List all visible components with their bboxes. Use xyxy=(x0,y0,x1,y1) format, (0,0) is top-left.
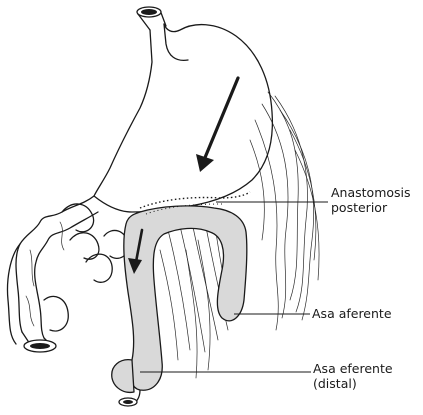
esophagus-stump xyxy=(137,7,166,30)
label-asa-aferente: Asa aferente xyxy=(312,306,392,321)
label-asa-eferente: Asa eferente (distal) xyxy=(313,361,393,391)
duodenum-outline xyxy=(16,196,94,332)
label-anastomosis-line1: Anastomosis xyxy=(331,185,411,200)
label-asa-eferente-line2: (distal) xyxy=(313,376,393,391)
omentum-strands xyxy=(250,92,319,330)
label-asa-eferente-line1: Asa eferente xyxy=(313,361,393,376)
arrow-down-icon xyxy=(196,78,238,172)
duodenum-inner xyxy=(35,212,98,338)
label-anastomosis-line2: posterior xyxy=(331,200,411,215)
label-anastomosis-posterior: Anastomosis posterior xyxy=(331,185,411,215)
bowel-stump-left xyxy=(22,332,56,352)
small-bowel-coils xyxy=(8,204,129,344)
stomach-outline xyxy=(94,24,272,212)
